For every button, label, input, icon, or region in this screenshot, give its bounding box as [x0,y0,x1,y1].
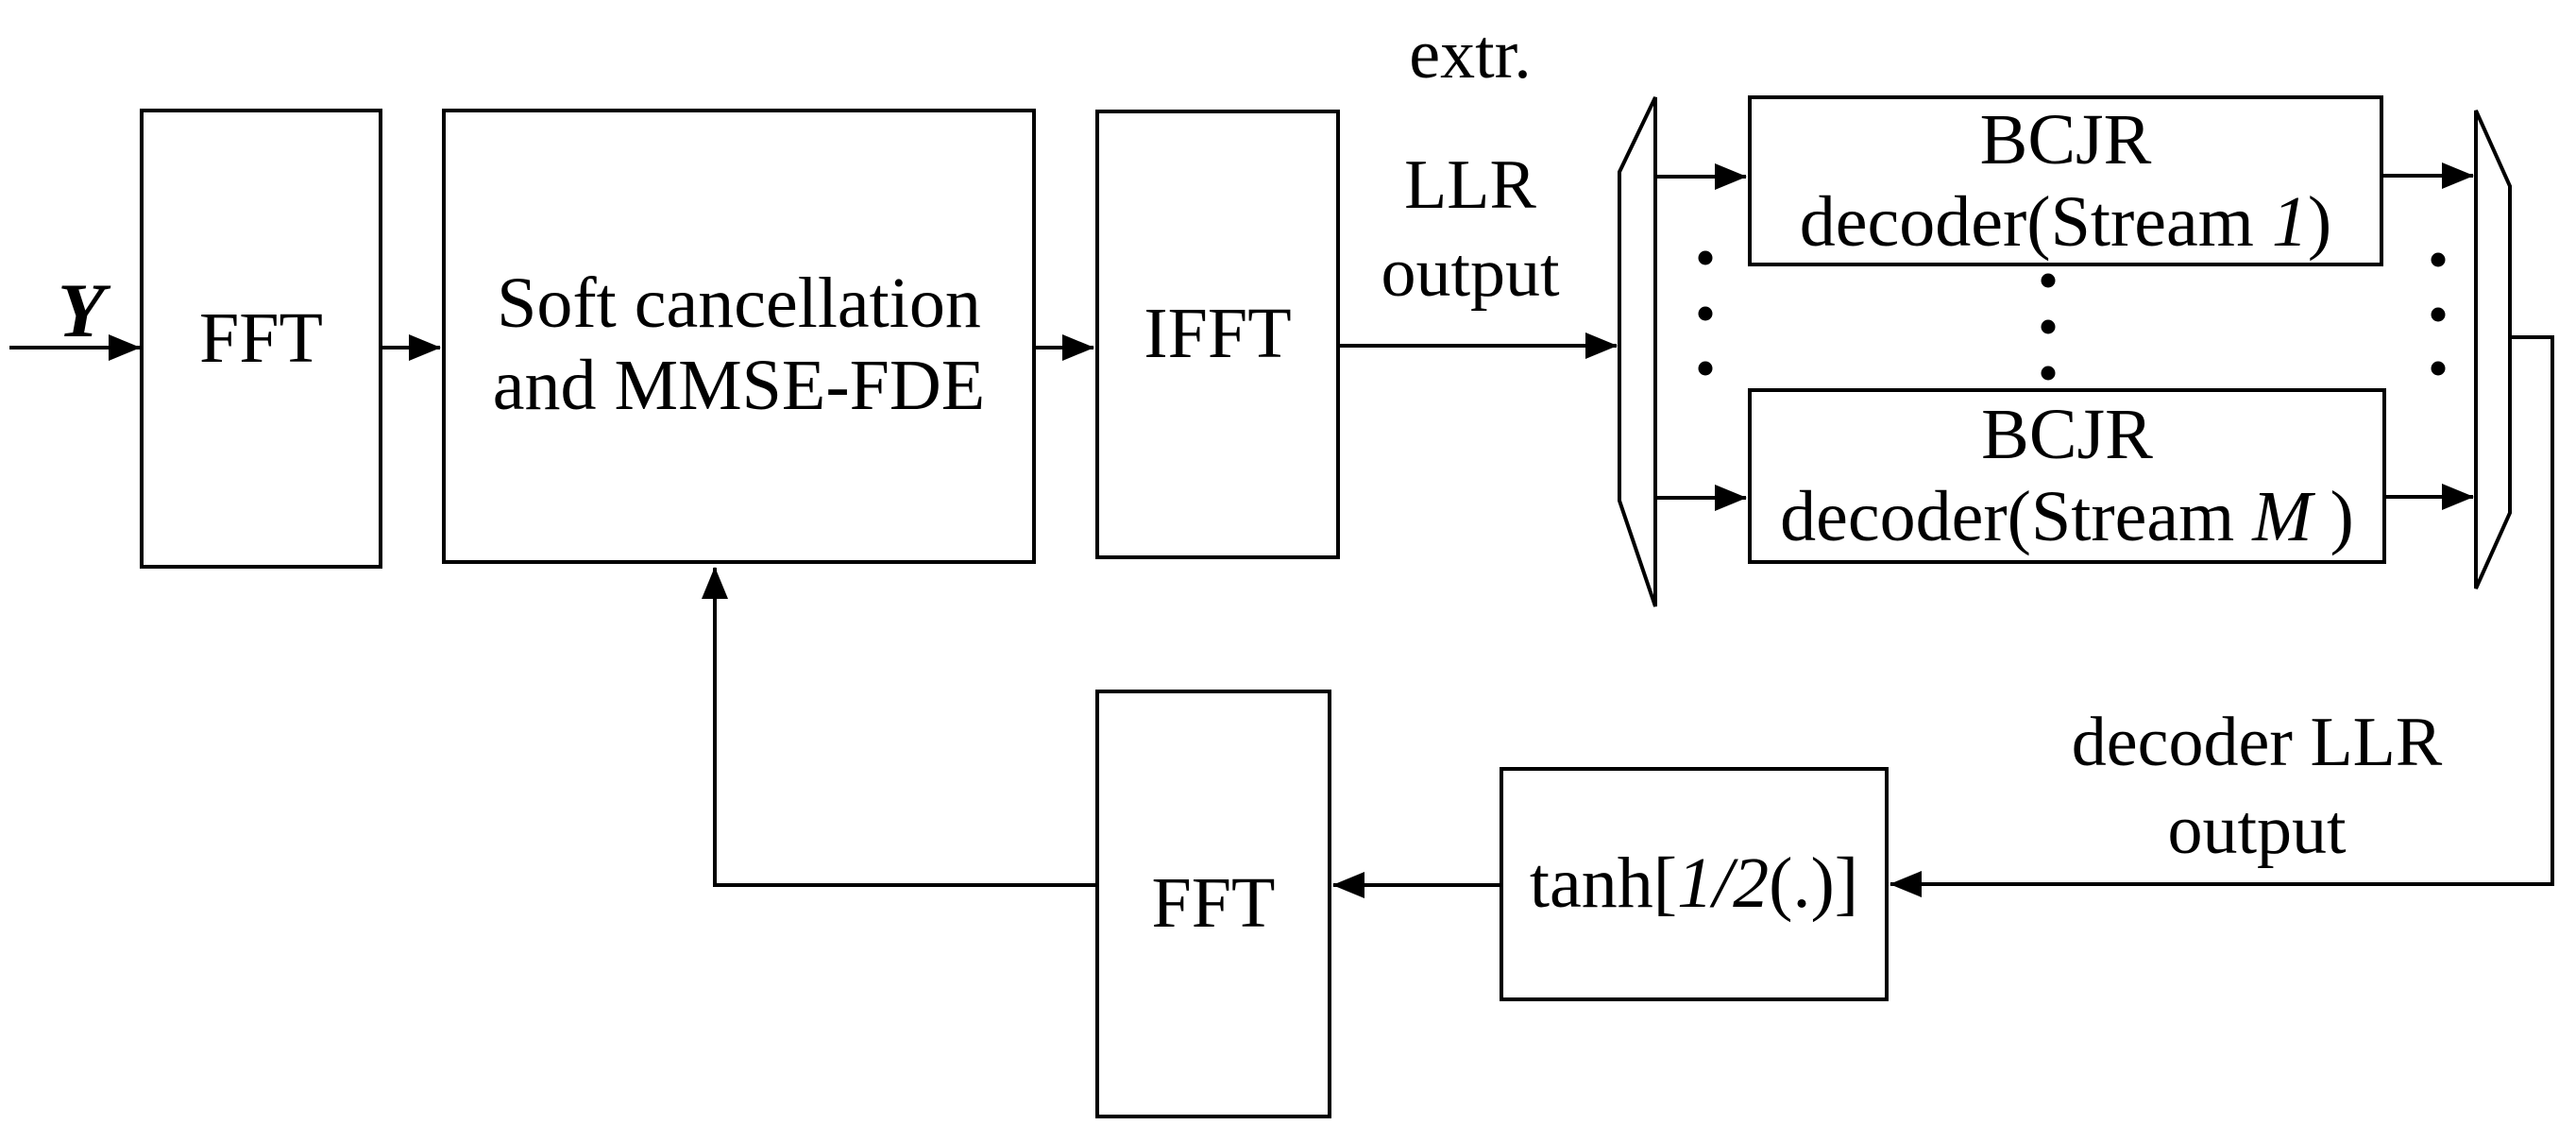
bcjr-streamM-line2: decoder(Stream M ) [1780,477,2354,556]
bcjr-decoder-streamM-block: BCJR decoder(Stream M ) [1748,388,2386,564]
bcjr-streamM-line1: BCJR [1981,395,2153,475]
tanh-block-label: tanh[1/2(.)] [1529,844,1859,924]
decoder-llr-output-label: decoder LLR output [2019,699,2495,874]
fft-block: FFT [140,109,382,569]
ifft-block-label: IFFT [1144,294,1292,374]
demultiplexer-shape [1618,96,1657,607]
input-signal-label: Y [57,267,106,353]
bcjr-stream1-line1: BCJR [1979,99,2152,179]
fft-block-label: FFT [199,298,323,378]
soft-cancellation-line2: and MMSE-FDE [492,346,986,425]
fft-feedback-label: FFT [1151,863,1276,944]
fft-feedback-to-softcanc-wire [702,567,1095,887]
mux-to-tanh-wire [1890,335,2554,897]
soft-cancellation-line1: Soft cancellation [497,263,981,343]
tanh-block: tanh[1/2(.)] [1500,767,1889,1001]
multiplexer-shape [2474,110,2512,589]
ifft-block: IFFT [1095,110,1340,559]
llr-output-line2: output [1381,233,1560,312]
llr-output-line1: LLR [1404,146,1536,224]
ellipsis-dots-between-decoders [2041,273,2056,381]
ellipsis-dots-demux [1698,250,1713,376]
soft-cancellation-mmse-fde-block: Soft cancellation and MMSE-FDE [442,109,1036,564]
ellipsis-dots-mux [2431,252,2446,376]
fft-feedback-block: FFT [1095,690,1331,1118]
bcjr-stream1-line2: decoder(Stream 1) [1799,181,2332,262]
extr-llr-output-label: LLR output [1327,142,1614,316]
extr-label: extr. [1409,16,1532,94]
decoder-llr-line2: output [2167,791,2347,869]
bcjr-decoder-stream1-block: BCJR decoder(Stream 1) [1748,95,2383,266]
decoder-llr-line1: decoder LLR [2071,704,2443,781]
